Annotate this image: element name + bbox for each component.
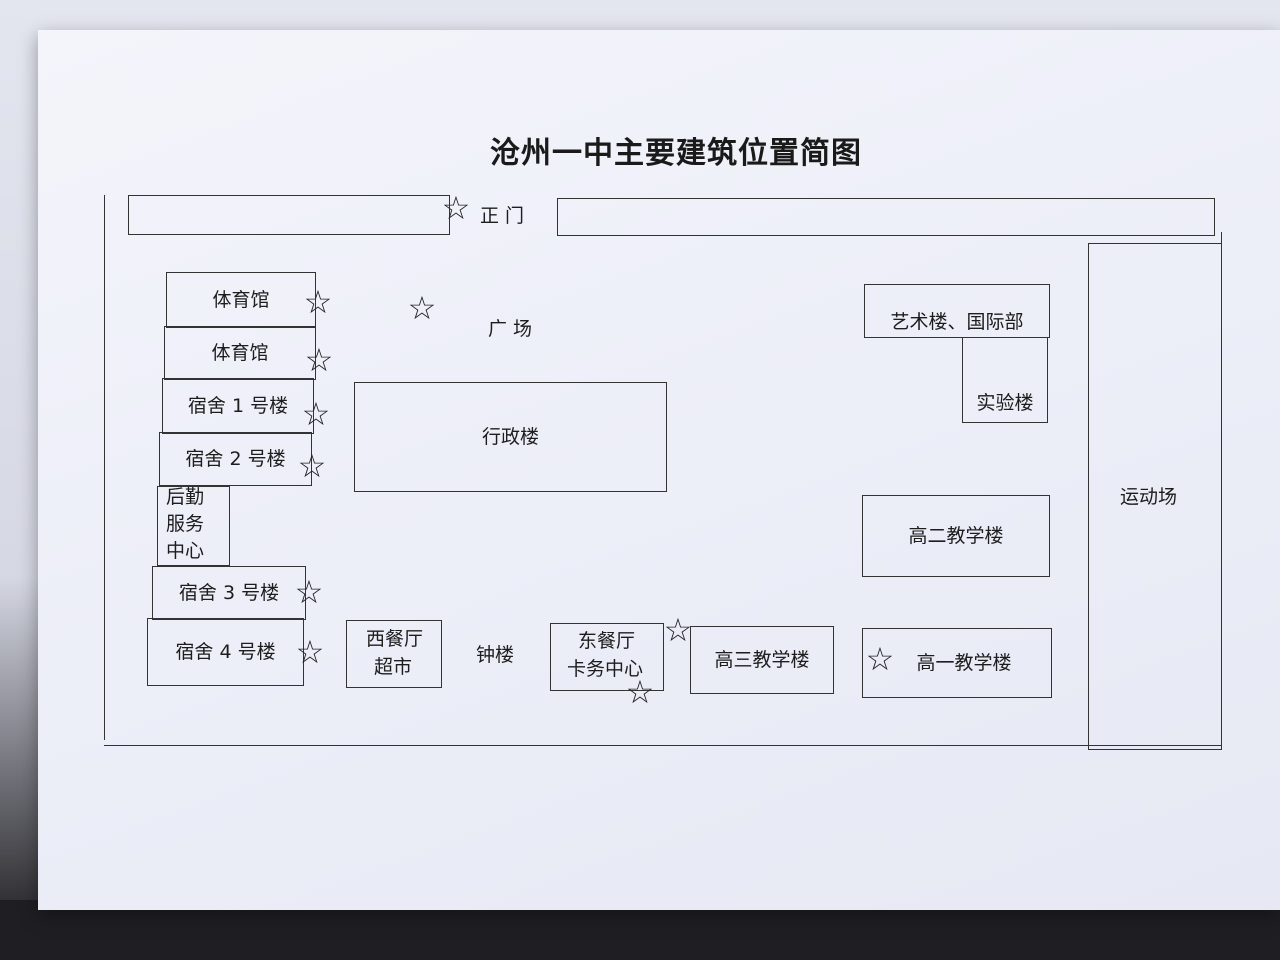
card-center-label: 卡务中心 bbox=[567, 658, 644, 680]
star-outline-icon: ☆ bbox=[301, 395, 331, 433]
grade3-building: 高三教学楼 bbox=[690, 626, 834, 694]
star-outline-icon: ☆ bbox=[294, 573, 324, 611]
art-international-building: 艺术楼、国际部 bbox=[864, 284, 1050, 338]
campus-boundary-left bbox=[104, 195, 105, 740]
star-outline-icon: ☆ bbox=[295, 633, 325, 671]
grade1-building: 高一教学楼 bbox=[862, 628, 1052, 698]
star-outline-icon: ☆ bbox=[407, 289, 437, 327]
star-outline-icon: ☆ bbox=[865, 640, 895, 678]
east-canteen-label: 东餐厅 bbox=[578, 630, 636, 652]
square-label: 广 场 bbox=[488, 318, 533, 340]
logistics-center bbox=[157, 486, 230, 566]
star-outline-icon: ☆ bbox=[663, 611, 693, 649]
top-road-left bbox=[128, 195, 450, 235]
supermarket-label: 超市 bbox=[374, 656, 413, 678]
map-title: 沧州一中主要建筑位置简图 bbox=[490, 136, 862, 171]
lab-building: 实验楼 bbox=[962, 337, 1048, 423]
desk-surface bbox=[0, 900, 1280, 960]
star-outline-icon: ☆ bbox=[625, 673, 655, 711]
main-gate-label: 正 门 bbox=[480, 205, 525, 227]
paper-sheet bbox=[38, 30, 1280, 910]
east-canteen-card-center bbox=[550, 623, 664, 691]
star-outline-icon: ☆ bbox=[304, 341, 334, 379]
gym-building-2: 体育馆 bbox=[164, 326, 316, 380]
west-canteen-label: 西餐厅 bbox=[366, 628, 424, 650]
star-outline-icon: ☆ bbox=[297, 447, 327, 485]
gym-building-1: 体育馆 bbox=[166, 272, 316, 328]
star-outline-icon: ☆ bbox=[441, 189, 471, 227]
dorm-building-2: 宿舍 2 号楼 bbox=[159, 432, 312, 486]
logistics-label-3: 中心 bbox=[166, 540, 205, 562]
sports-field-label: 运动场 bbox=[1120, 486, 1178, 508]
dorm-building-1: 宿舍 1 号楼 bbox=[162, 378, 314, 434]
dorm-building-3: 宿舍 3 号楼 bbox=[152, 566, 306, 620]
admin-building: 行政楼 bbox=[354, 382, 667, 492]
west-canteen-supermarket bbox=[346, 620, 442, 688]
sports-field-area bbox=[1088, 243, 1222, 750]
top-road-right bbox=[557, 198, 1215, 236]
logistics-label-1: 后勤 bbox=[166, 486, 205, 508]
bell-tower-label: 钟楼 bbox=[476, 644, 515, 666]
grade2-building: 高二教学楼 bbox=[862, 495, 1050, 577]
dorm-building-4: 宿舍 4 号楼 bbox=[147, 618, 304, 686]
star-outline-icon: ☆ bbox=[303, 283, 333, 321]
logistics-label-2: 服务 bbox=[166, 513, 205, 535]
